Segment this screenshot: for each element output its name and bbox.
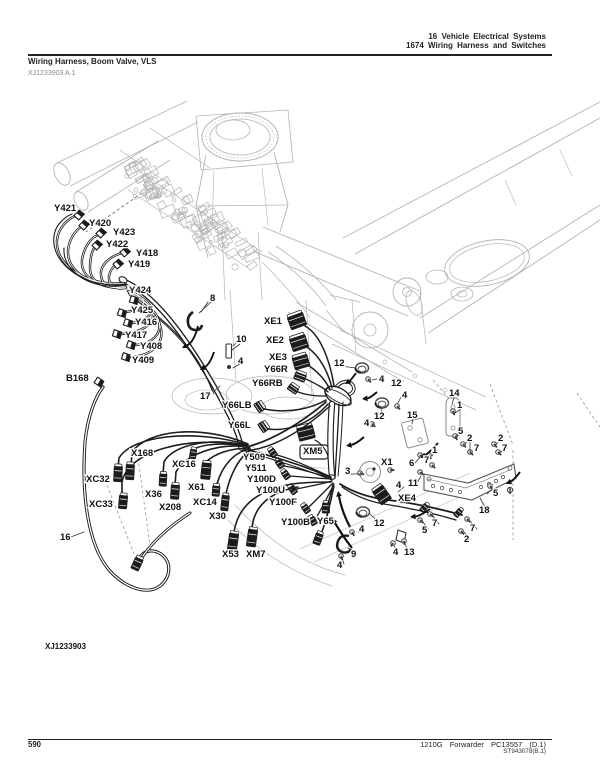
svg-text:4: 4 xyxy=(393,547,399,558)
svg-text:Y416: Y416 xyxy=(135,317,157,328)
svg-text:XC32: XC32 xyxy=(86,474,110,485)
svg-text:Y425: Y425 xyxy=(131,305,154,316)
svg-text:4: 4 xyxy=(396,480,402,491)
svg-text:4: 4 xyxy=(238,356,244,367)
svg-text:5: 5 xyxy=(422,525,428,536)
svg-text:X168: X168 xyxy=(131,448,153,459)
svg-text:Y419: Y419 xyxy=(128,259,150,270)
svg-text:15: 15 xyxy=(407,410,418,421)
svg-text:XC33: XC33 xyxy=(89,499,113,510)
svg-text:13: 13 xyxy=(404,547,415,558)
svg-text:10: 10 xyxy=(236,334,247,345)
svg-text:XM5: XM5 xyxy=(303,446,323,457)
svg-text:5: 5 xyxy=(493,488,499,499)
svg-text:7: 7 xyxy=(432,518,437,529)
svg-text:18: 18 xyxy=(479,505,490,516)
svg-text:Y424: Y424 xyxy=(129,285,152,296)
svg-text:6: 6 xyxy=(409,458,414,469)
svg-text:Y422: Y422 xyxy=(106,239,128,250)
svg-text:12: 12 xyxy=(391,378,402,389)
svg-text:17: 17 xyxy=(200,391,211,402)
svg-text:XC14: XC14 xyxy=(193,497,217,508)
svg-text:Y100B: Y100B xyxy=(281,517,310,528)
svg-text:7: 7 xyxy=(502,443,507,454)
svg-text:X53: X53 xyxy=(222,549,239,560)
svg-text:11: 11 xyxy=(408,478,419,489)
svg-text:X208: X208 xyxy=(159,502,181,513)
svg-text:1: 1 xyxy=(432,445,438,456)
svg-text:XM7: XM7 xyxy=(246,549,266,560)
svg-text:4: 4 xyxy=(337,560,343,571)
svg-text:Y66L: Y66L xyxy=(228,420,251,431)
svg-text:14: 14 xyxy=(449,388,460,399)
svg-text:Y65: Y65 xyxy=(317,516,335,527)
svg-text:12: 12 xyxy=(374,411,385,422)
svg-text:Y66LB: Y66LB xyxy=(222,400,252,411)
svg-text:B168: B168 xyxy=(66,373,89,384)
svg-text:XE4: XE4 xyxy=(398,493,417,504)
svg-text:Y509: Y509 xyxy=(243,452,265,463)
svg-text:X30: X30 xyxy=(209,511,226,522)
svg-text:2: 2 xyxy=(467,433,472,444)
svg-text:Y66RB: Y66RB xyxy=(252,378,283,389)
svg-text:2: 2 xyxy=(498,433,503,444)
svg-text:16: 16 xyxy=(60,532,71,543)
svg-text:X1: X1 xyxy=(381,457,393,468)
svg-text:4: 4 xyxy=(402,390,408,401)
svg-text:9: 9 xyxy=(351,549,356,560)
svg-text:XE1: XE1 xyxy=(264,316,283,327)
svg-text:12: 12 xyxy=(374,518,385,529)
svg-text:Y409: Y409 xyxy=(132,355,154,366)
svg-text:12: 12 xyxy=(334,358,345,369)
svg-text:XC16: XC16 xyxy=(172,459,196,470)
svg-text:X36: X36 xyxy=(145,489,162,500)
svg-text:Y511: Y511 xyxy=(245,463,267,474)
svg-text:Y408: Y408 xyxy=(140,341,162,352)
svg-text:4: 4 xyxy=(379,374,385,385)
svg-text:8: 8 xyxy=(210,293,215,304)
svg-text:Y100U: Y100U xyxy=(256,485,285,496)
svg-text:4: 4 xyxy=(359,524,365,535)
svg-text:Y423: Y423 xyxy=(113,227,135,238)
svg-text:Y417: Y417 xyxy=(125,330,147,341)
svg-text:4: 4 xyxy=(364,418,370,429)
svg-text:1: 1 xyxy=(457,400,463,411)
svg-text:Y66R: Y66R xyxy=(264,364,288,375)
svg-text:2: 2 xyxy=(464,534,469,545)
svg-text:5: 5 xyxy=(458,426,464,437)
svg-text:Y100F: Y100F xyxy=(269,497,297,508)
svg-text:7: 7 xyxy=(424,455,429,466)
svg-text:Y100D: Y100D xyxy=(247,474,276,485)
svg-text:3: 3 xyxy=(345,466,350,477)
svg-text:XJ1233903: XJ1233903 xyxy=(45,642,86,651)
svg-text:Y420: Y420 xyxy=(89,218,111,229)
svg-text:7: 7 xyxy=(474,443,479,454)
svg-text:7: 7 xyxy=(470,523,475,534)
svg-text:X61: X61 xyxy=(188,482,206,493)
svg-text:XE3: XE3 xyxy=(269,352,287,363)
svg-text:Y418: Y418 xyxy=(136,248,158,259)
svg-text:XE2: XE2 xyxy=(266,335,284,346)
svg-text:Y421: Y421 xyxy=(54,203,77,214)
